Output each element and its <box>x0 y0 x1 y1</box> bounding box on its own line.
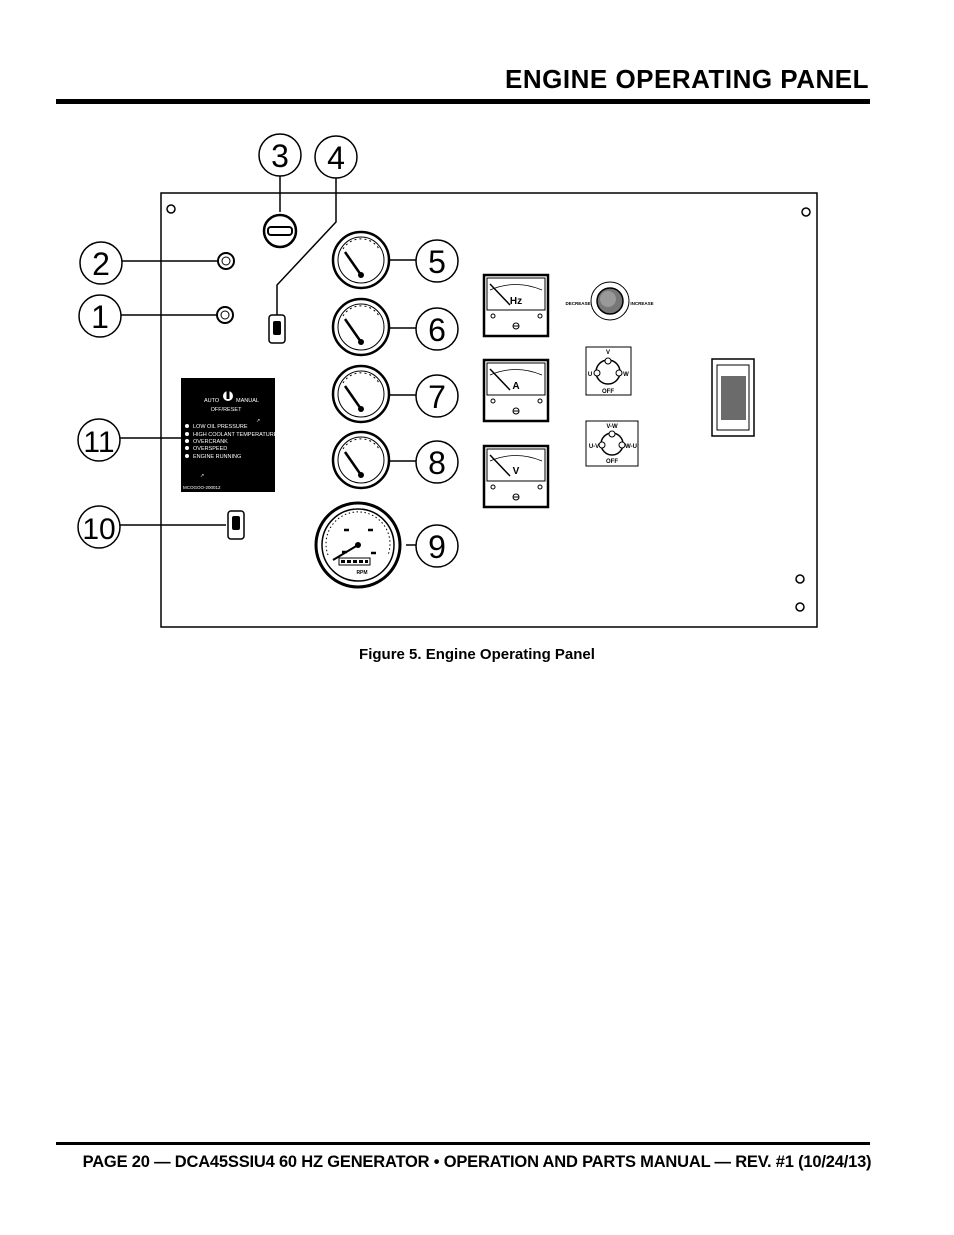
amm-switch-right: W <box>623 372 629 378</box>
callout-10: 10 <box>82 513 115 546</box>
mounting-hole <box>795 574 805 584</box>
tach-unit-label: RPM <box>356 570 367 576</box>
alarm-high-coolant-label: HIGH COOLANT TEMPERATURE <box>193 432 278 438</box>
callout-1: 1 <box>91 299 109 335</box>
alarm-overcrank-label: OVERCRANK <box>193 439 228 445</box>
volt-switch-right: W-U <box>625 444 637 450</box>
alarm-overspeed-label: OVERSPEED <box>193 446 227 452</box>
tachometer-icon: RPM <box>314 501 402 589</box>
volt-label: V <box>513 466 520 477</box>
mounting-hole <box>795 602 805 612</box>
voltage-regulator-knob-icon <box>590 281 630 321</box>
lamp-2-icon <box>217 252 235 270</box>
voltmeter-selector-switch-icon: V-W U-V W-U OFF <box>585 420 639 467</box>
figure-caption: Figure 5. Engine Operating Panel <box>359 646 595 663</box>
alarm-engine-running-label: ENGINE RUNNING <box>193 454 241 460</box>
breaker-cap-icon <box>262 213 298 249</box>
amm-switch-off: OFF <box>602 389 614 395</box>
increase-label: INCREASE <box>630 301 653 306</box>
controller-auto-label: AUTO <box>204 398 220 404</box>
callout-11: 11 <box>83 426 114 459</box>
mounting-hole <box>166 204 176 214</box>
amm-switch-left: U <box>588 372 592 378</box>
callout-4: 4 <box>327 140 345 176</box>
ammeter-selector-switch-icon: V U W OFF <box>585 346 632 396</box>
amp-label: A <box>512 381 519 392</box>
header-rule <box>56 99 870 104</box>
toggle-switch-4-icon <box>268 314 286 344</box>
decrease-label: DECREASE <box>565 301 590 306</box>
controller-model-label: MCOGOO-200012 <box>183 485 221 490</box>
controller-display: AUTO MANUAL OFF/RESET ↗ LOW OIL PRESSURE… <box>181 378 278 492</box>
hz-label: Hz <box>510 296 522 307</box>
svg-text:↗: ↗ <box>200 473 204 479</box>
footer-rule <box>56 1142 870 1145</box>
gauge-6-icon <box>331 297 391 357</box>
volt-switch-off: OFF <box>606 459 618 465</box>
gauge-7-icon <box>331 364 391 424</box>
callout-3: 3 <box>271 138 289 174</box>
main-rocker-switch-icon <box>711 358 755 437</box>
page-footer: PAGE 20 — DCA45SSIU4 60 HZ GENERATOR • O… <box>82 1153 872 1171</box>
volt-switch-top: V-W <box>606 424 618 430</box>
callout-9: 9 <box>428 529 446 565</box>
controller-manual-label: MANUAL <box>236 398 259 404</box>
mounting-hole <box>801 207 811 217</box>
lamp-1-icon <box>216 306 234 324</box>
gauge-5-icon <box>331 230 391 290</box>
callout-5: 5 <box>428 244 446 280</box>
amm-switch-top: V <box>606 350 610 356</box>
volt-switch-left: U-V <box>589 444 599 450</box>
callout-7: 7 <box>428 379 446 415</box>
gauge-8-icon <box>331 430 391 490</box>
voltmeter-icon: V <box>482 444 550 509</box>
svg-text:↗: ↗ <box>256 418 260 424</box>
ammeter-icon: A <box>482 358 550 423</box>
controller-key-icon <box>223 389 233 401</box>
page-title: ENGINE OPERATING PANEL <box>505 64 869 94</box>
callout-2: 2 <box>92 246 110 282</box>
controller-off-reset-label: OFF/RESET <box>211 407 243 413</box>
callout-6: 6 <box>428 312 446 348</box>
alarm-low-oil-label: LOW OIL PRESSURE <box>193 424 248 430</box>
frequency-meter-icon: Hz <box>482 273 550 338</box>
toggle-switch-10-icon <box>227 510 245 540</box>
callout-8: 8 <box>428 445 446 481</box>
